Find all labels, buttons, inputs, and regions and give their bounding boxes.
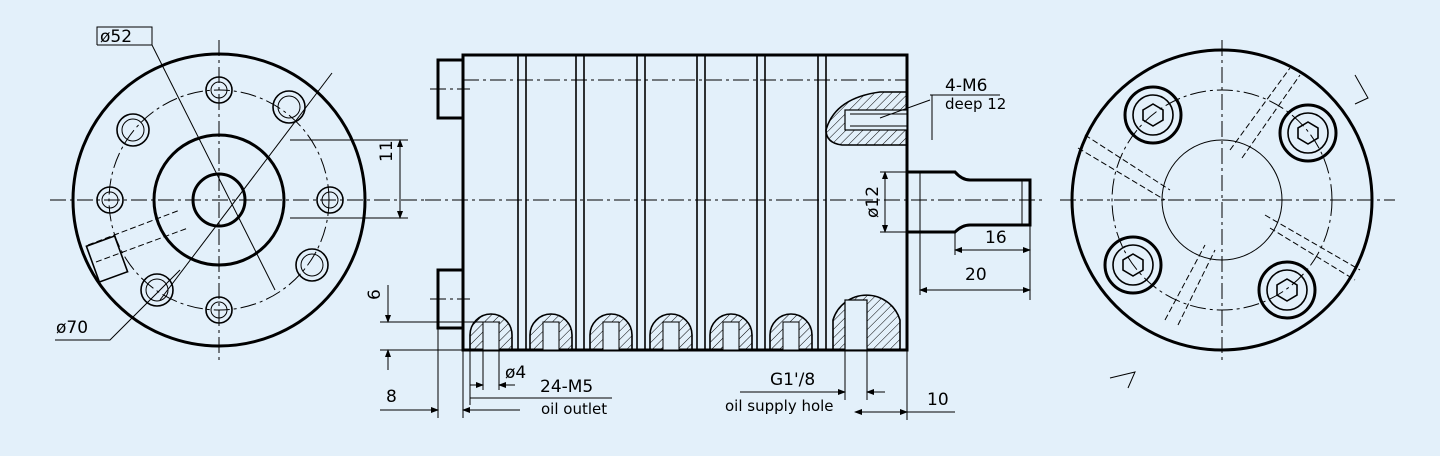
dim-20-label: 20 bbox=[965, 265, 987, 285]
note-oil-outlet: oil outlet bbox=[541, 400, 607, 418]
dim-m6-label: 4-M6 bbox=[945, 76, 987, 96]
dim-52-leader bbox=[151, 44, 276, 291]
dim-6-label: 6 bbox=[365, 289, 385, 300]
dim-4-label: ø4 bbox=[505, 363, 526, 383]
left-end-view: ø52 ø70 11 bbox=[50, 26, 425, 360]
dim-11-label: 11 bbox=[377, 140, 397, 162]
right-hidden-channels bbox=[1077, 67, 1361, 326]
dim-70-leader bbox=[55, 269, 181, 341]
left-outer-circle bbox=[71, 52, 367, 348]
shaft bbox=[907, 170, 1032, 234]
left-holes bbox=[96, 76, 344, 324]
dim-52-label: ø52 bbox=[100, 27, 132, 47]
left-hub-circle bbox=[152, 133, 286, 267]
left-hidden-channel bbox=[85, 209, 189, 284]
front-view: 4-M6 deep 12 ø12 16 20 6 8 ø4 bbox=[365, 53, 1045, 420]
dim-70-label: ø70 bbox=[56, 318, 88, 338]
dim-m6-depth: deep 12 bbox=[945, 95, 1006, 113]
socket-bolts bbox=[1103, 85, 1338, 320]
dim-8-label: 8 bbox=[386, 387, 397, 407]
dim-g18-label: G1'/8 bbox=[770, 370, 815, 390]
dim-52-box bbox=[96, 26, 153, 46]
note-oil-supply: oil supply hole bbox=[725, 397, 834, 415]
dim-16-label: 16 bbox=[985, 228, 1007, 248]
dim-52-diameter-line bbox=[159, 72, 333, 301]
dim-10-label: 10 bbox=[927, 390, 949, 410]
left-bore-circle bbox=[191, 172, 247, 228]
section-arrow-top bbox=[1354, 74, 1369, 105]
left-bolt-circle bbox=[108, 89, 330, 311]
ring-grooves bbox=[517, 55, 827, 350]
dim-m5-label: 24-M5 bbox=[540, 377, 593, 397]
dim-m6-leader bbox=[879, 99, 931, 119]
right-end-view bbox=[1060, 40, 1395, 389]
outlet-pockets bbox=[469, 313, 813, 351]
dim-12-label: ø12 bbox=[863, 186, 883, 218]
section-arrow-bottom bbox=[1109, 371, 1136, 389]
right-hub-circle bbox=[1161, 139, 1283, 261]
right-outer-circle bbox=[1070, 48, 1374, 352]
